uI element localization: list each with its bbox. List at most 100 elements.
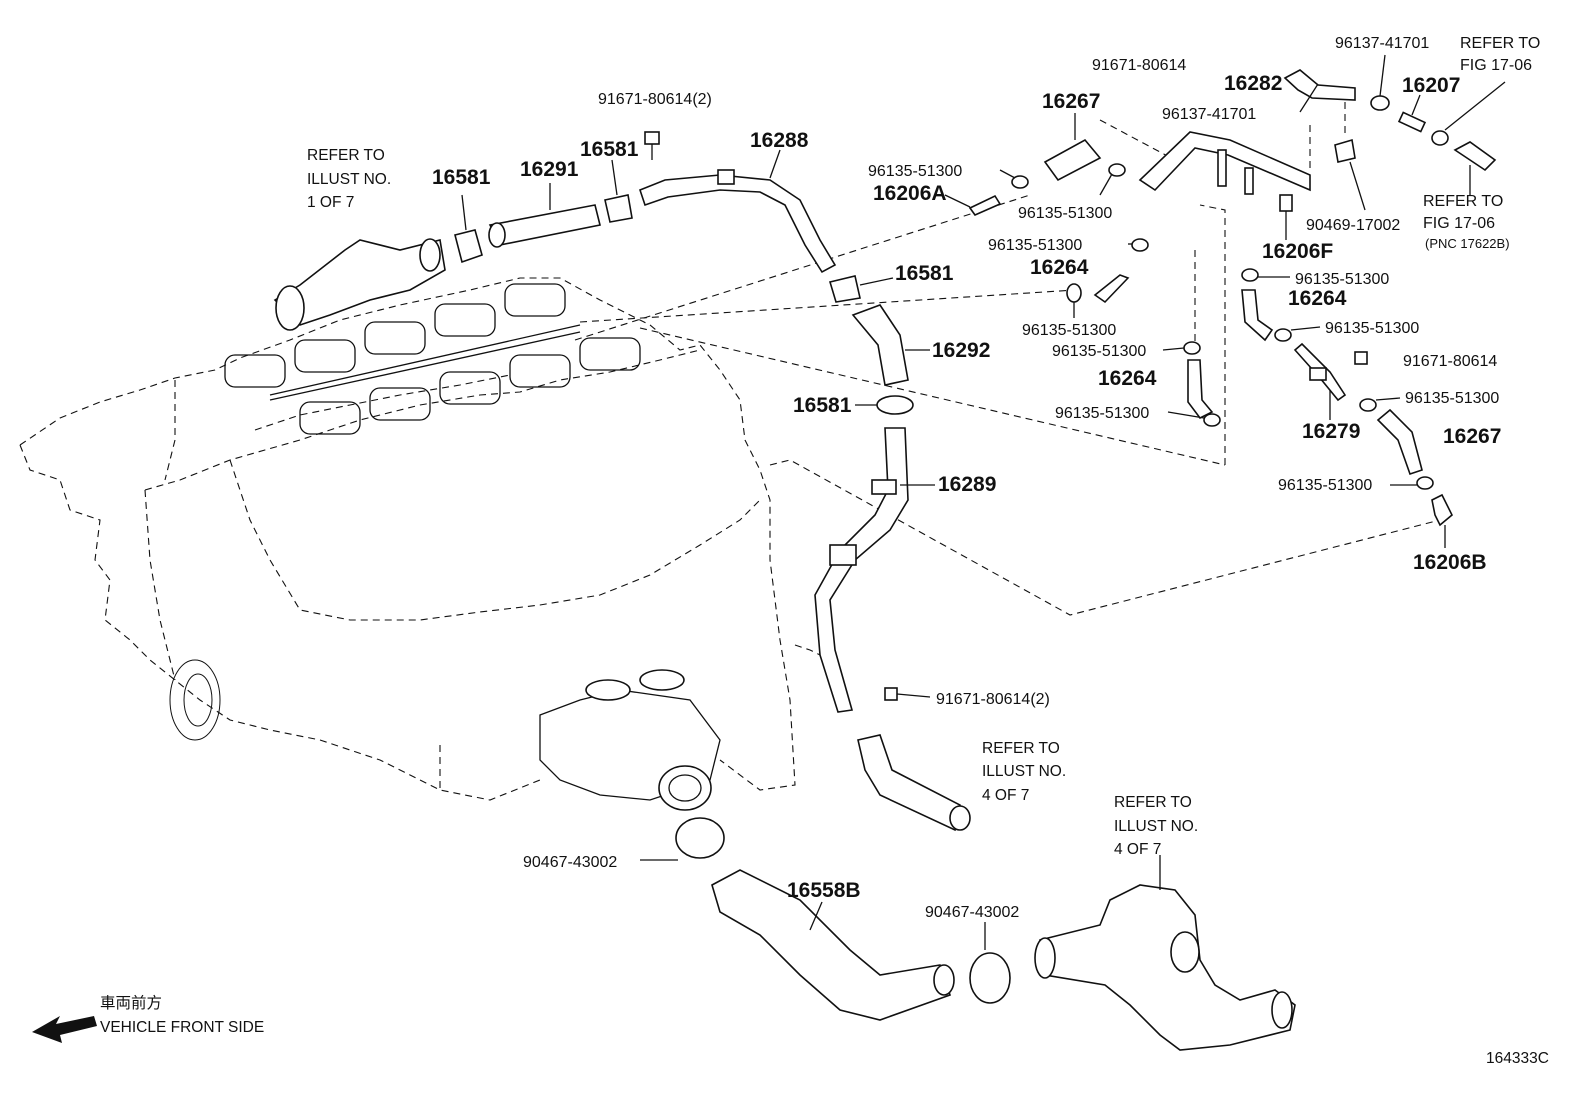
hose-16267-a bbox=[1043, 113, 1102, 182]
pn-91671-80614-top: 91671-80614 bbox=[1092, 57, 1186, 74]
hose-16264-c bbox=[1241, 289, 1274, 342]
clamp-96135-set bbox=[999, 163, 1434, 490]
clamp-16581-c bbox=[828, 275, 894, 303]
hose-16558b bbox=[711, 869, 955, 1021]
hose-16267-b bbox=[1376, 408, 1423, 476]
label-16206f: 16206F bbox=[1262, 240, 1333, 263]
part-16207 bbox=[1397, 94, 1427, 133]
clamp-16581-b bbox=[604, 159, 633, 223]
elbow-16206b bbox=[1431, 493, 1453, 548]
water-pump-housing bbox=[539, 669, 721, 811]
label-16264-a: 16264 bbox=[1030, 256, 1089, 279]
thermostat-housing bbox=[1034, 855, 1296, 1051]
direction-english: VEHICLE FRONT SIDE bbox=[100, 1019, 264, 1036]
outlet-housing-left bbox=[273, 238, 446, 331]
note-line: ILLUST NO. bbox=[1114, 818, 1198, 835]
clamp-90467-b bbox=[969, 922, 1011, 1004]
intake-runners bbox=[224, 283, 641, 435]
note-refer-4of7-b: REFER TO ILLUST NO. 4 OF 7 bbox=[1114, 794, 1198, 858]
note-line: REFER TO bbox=[982, 740, 1060, 757]
note-line: ILLUST NO. bbox=[307, 171, 391, 188]
note-line: 4 OF 7 bbox=[982, 787, 1029, 804]
hose-lower-refer bbox=[857, 734, 971, 832]
label-16267-b: 16267 bbox=[1443, 425, 1501, 448]
hose-16282 bbox=[1283, 69, 1356, 113]
note-line: REFER TO bbox=[1460, 35, 1540, 52]
label-16207: 16207 bbox=[1402, 74, 1460, 97]
note-refer-4of7-a: REFER TO ILLUST NO. 4 OF 7 bbox=[982, 740, 1066, 804]
note-refer-fig1706-top: REFER TO FIG 17-06 bbox=[1460, 35, 1540, 74]
bolt-right bbox=[1354, 351, 1368, 365]
pipe-16288 bbox=[639, 149, 837, 274]
label-16581-c: 16581 bbox=[895, 262, 954, 285]
note-line: FIG 17-06 bbox=[1423, 215, 1495, 232]
hose-16264-b bbox=[1187, 359, 1214, 420]
pn-96135-51300-h: 96135-51300 bbox=[1325, 320, 1419, 337]
engine-block bbox=[19, 277, 1441, 811]
label-16581-d: 16581 bbox=[793, 394, 852, 417]
bypass-pipe-16206f bbox=[1138, 131, 1311, 240]
pn-90469-17002: 90469-17002 bbox=[1306, 217, 1400, 234]
pipe-16279 bbox=[1293, 342, 1347, 420]
clamp-96137-a bbox=[1370, 54, 1390, 111]
pn-96135-51300-b: 96135-51300 bbox=[1018, 205, 1112, 222]
label-16264-b: 16264 bbox=[1098, 367, 1157, 390]
pn-91671-80614-right: 91671-80614 bbox=[1403, 353, 1497, 370]
vehicle-front-arrow bbox=[32, 1016, 97, 1043]
label-16206b: 16206B bbox=[1413, 551, 1487, 574]
hose-to-fig1706 bbox=[1431, 81, 1506, 195]
bolt-bottom bbox=[884, 687, 931, 701]
pn-96135-51300-g: 96135-51300 bbox=[1295, 271, 1389, 288]
pn-96135-51300-i: 96135-51300 bbox=[1405, 390, 1499, 407]
clip-90469 bbox=[1334, 138, 1366, 211]
elbow-16206a bbox=[944, 194, 1002, 216]
pn-91671-80614-2-top: 91671-80614(2) bbox=[598, 91, 712, 108]
note-line: REFER TO bbox=[1114, 794, 1192, 811]
pn-90467-43002-a: 90467-43002 bbox=[523, 854, 617, 871]
note-line: REFER TO bbox=[307, 147, 385, 164]
clamp-16581-d bbox=[855, 395, 914, 415]
label-16288: 16288 bbox=[750, 129, 809, 152]
label-16206a: 16206A bbox=[873, 182, 947, 205]
label-16581-a: 16581 bbox=[432, 166, 491, 189]
bolt-top bbox=[644, 131, 660, 160]
leader-dashes bbox=[574, 90, 1346, 466]
note-line: REFER TO bbox=[1423, 193, 1503, 210]
pn-96135-51300-j: 96135-51300 bbox=[1278, 477, 1372, 494]
pn-96135-51300-a: 96135-51300 bbox=[868, 163, 962, 180]
label-16291: 16291 bbox=[520, 158, 579, 181]
hose-16264-a bbox=[1093, 274, 1130, 304]
clamp-90467-a bbox=[640, 817, 725, 861]
label-16558b: 16558B bbox=[787, 879, 861, 902]
label-16282: 16282 bbox=[1224, 72, 1282, 95]
pn-96135-51300-c: 96135-51300 bbox=[988, 237, 1082, 254]
label-16267-a: 16267 bbox=[1042, 90, 1100, 113]
pn-91671-80614-2-bottom: 91671-80614(2) bbox=[936, 691, 1050, 708]
label-16581-b: 16581 bbox=[580, 138, 639, 161]
pn-96135-51300-d: 96135-51300 bbox=[1022, 322, 1116, 339]
note-line: ILLUST NO. bbox=[982, 763, 1066, 780]
direction-japanese: 車両前方 bbox=[100, 994, 162, 1012]
hose-16291 bbox=[488, 183, 601, 248]
label-16292: 16292 bbox=[932, 339, 990, 362]
pn-96137-41701-a: 96137-41701 bbox=[1335, 35, 1429, 52]
pn-96135-51300-e: 96135-51300 bbox=[1052, 343, 1146, 360]
note-refer-1of7: REFER TO ILLUST NO. 1 OF 7 bbox=[307, 147, 391, 211]
note-line: 4 OF 7 bbox=[1114, 841, 1161, 858]
figure-id: 164333C bbox=[1486, 1050, 1549, 1067]
pn-90467-43002-b: 90467-43002 bbox=[925, 904, 1019, 921]
label-16289: 16289 bbox=[938, 473, 996, 496]
pn-96135-51300-f: 96135-51300 bbox=[1055, 405, 1149, 422]
hose-16292 bbox=[851, 304, 930, 386]
pipe-16289 bbox=[814, 427, 935, 713]
note-line: (PNC 17622B) bbox=[1425, 236, 1510, 251]
label-16279: 16279 bbox=[1302, 420, 1360, 443]
note-line: FIG 17-06 bbox=[1460, 57, 1532, 74]
label-16264-c: 16264 bbox=[1288, 287, 1347, 310]
pn-96137-41701-b: 96137-41701 bbox=[1162, 106, 1256, 123]
clamp-16581-a bbox=[454, 194, 483, 264]
note-refer-fig1706-right: REFER TO FIG 17-06 (PNC 17622B) bbox=[1423, 193, 1510, 251]
note-line: 1 OF 7 bbox=[307, 194, 354, 211]
